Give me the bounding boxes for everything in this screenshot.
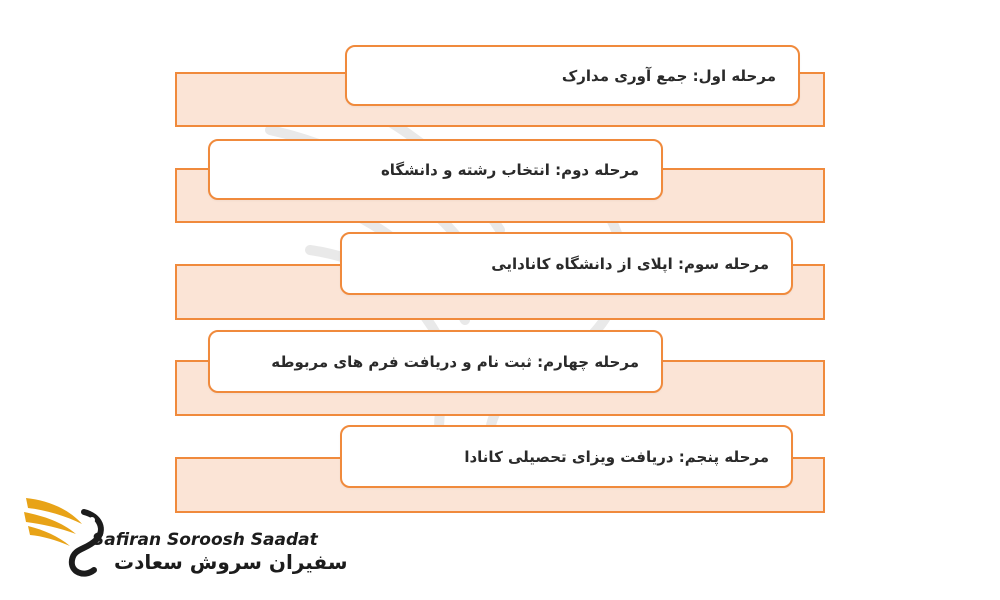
step-4-label: مرحله چهارم: ثبت نام و دریافت فرم های مر…	[271, 352, 639, 371]
step-5-card: مرحله پنجم: دریافت ویزای تحصیلی کانادا	[340, 425, 793, 488]
logo-persian-text: سفیران سروش سعادت	[114, 550, 348, 574]
step-5-label: مرحله پنجم: دریافت ویزای تحصیلی کانادا	[464, 447, 769, 466]
logo-latin-text: Safiran Soroosh Saadat	[92, 530, 318, 550]
brand-logo: Safiran Soroosh Saadat سفیران سروش سعادت	[22, 490, 348, 586]
step-4-card: مرحله چهارم: ثبت نام و دریافت فرم های مر…	[208, 330, 663, 393]
step-3-card: مرحله سوم: اپلای از دانشگاه کانادایی	[340, 232, 793, 295]
step-3-label: مرحله سوم: اپلای از دانشگاه کانادایی	[491, 254, 769, 273]
step-1-card: مرحله اول: جمع آوری مدارک	[345, 45, 800, 106]
step-2-card: مرحله دوم: انتخاب رشته و دانشگاه	[208, 139, 663, 200]
wing-logo-icon	[24, 498, 104, 577]
step-2-label: مرحله دوم: انتخاب رشته و دانشگاه	[380, 160, 639, 179]
step-1-label: مرحله اول: جمع آوری مدارک	[561, 66, 776, 85]
